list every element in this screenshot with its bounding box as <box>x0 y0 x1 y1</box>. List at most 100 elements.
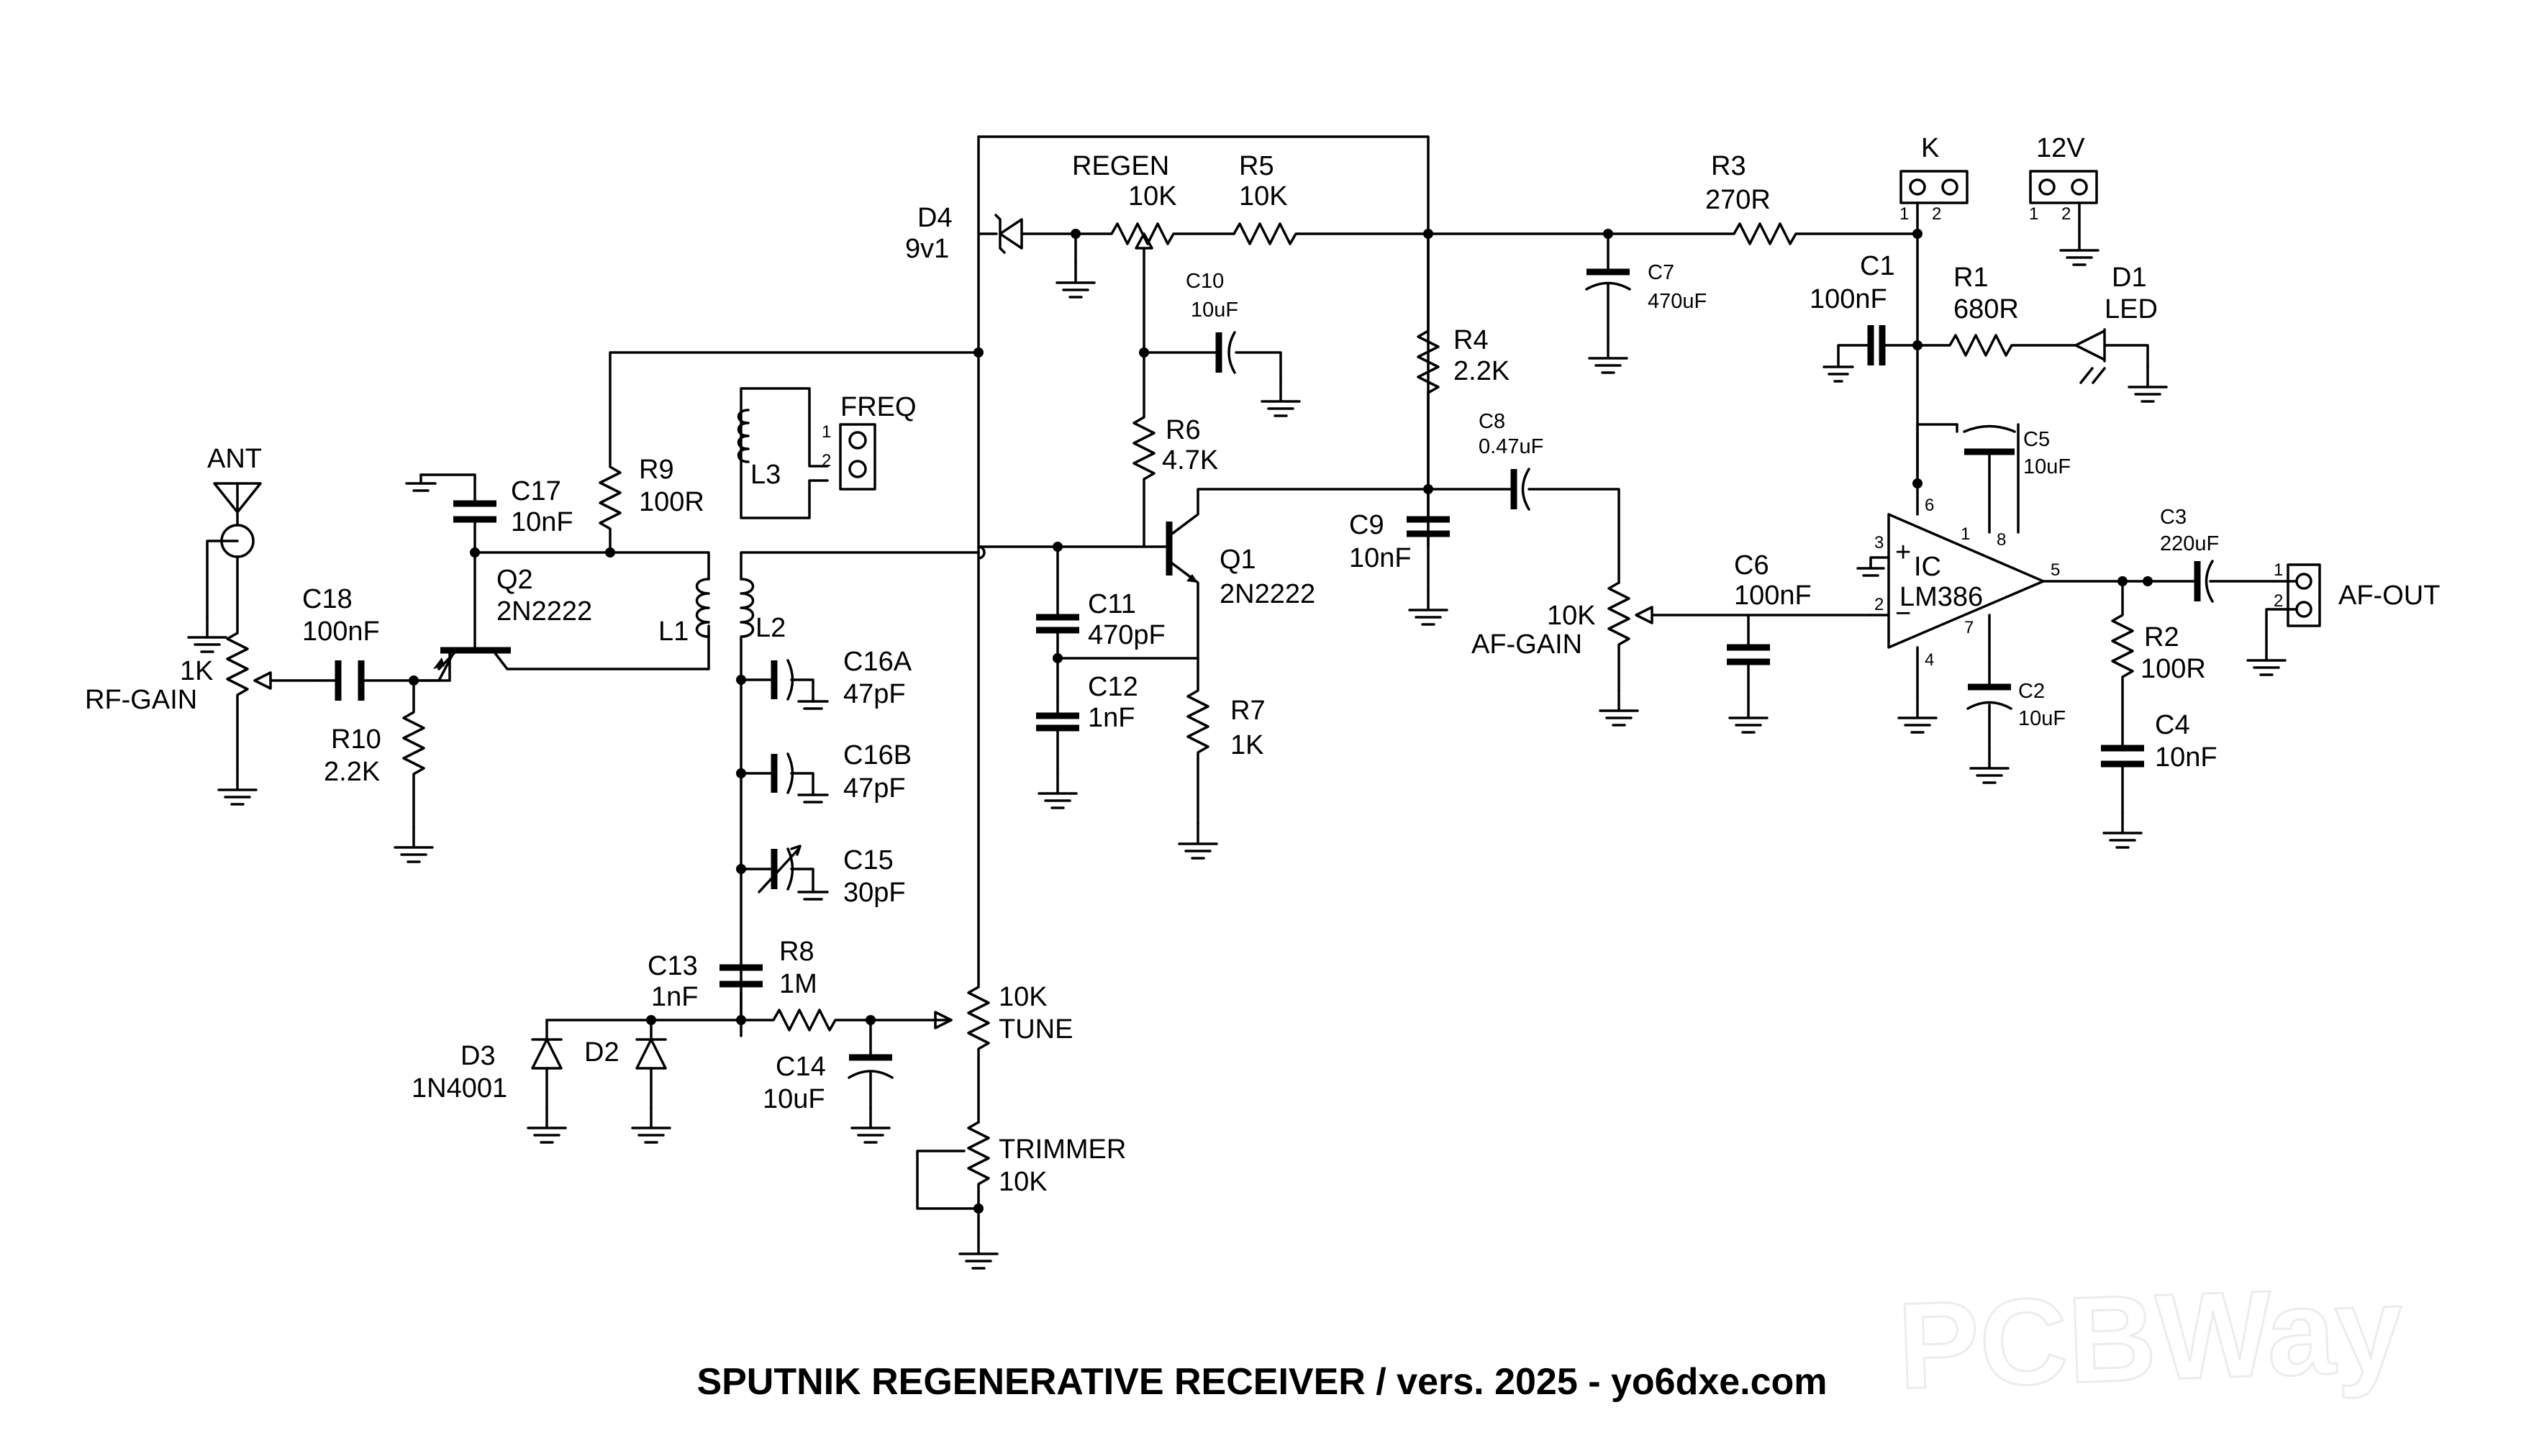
antenna-symbol <box>187 482 262 653</box>
resistor-r6 <box>1132 351 1156 548</box>
tune-potentiometer <box>967 135 990 1124</box>
opamp-lm386 <box>1856 513 2149 734</box>
label-r8: R8 <box>779 937 814 967</box>
resistor-r4 <box>1417 232 1440 491</box>
label-c13: C13 <box>648 951 698 981</box>
diode-d2 <box>631 1015 671 1144</box>
inductor-l2 <box>740 551 980 1037</box>
label-c8: C8 <box>1479 410 1505 433</box>
ic-pin-8: 8 <box>1997 530 2006 550</box>
resistor-r5 <box>1233 222 1610 245</box>
label-r3: R3 <box>1711 151 1746 181</box>
label-c6: C6 <box>1734 550 1769 581</box>
connector-k <box>1899 170 1969 235</box>
capacitor-c18 <box>315 660 415 701</box>
label-r9-value: 100R <box>639 487 704 517</box>
k-pin-2: 2 <box>1932 204 1941 224</box>
label-r7: R7 <box>1230 696 1266 726</box>
label-l3: L3 <box>750 460 781 490</box>
label-c16a: C16A <box>843 647 912 677</box>
12v-pin-1: 1 <box>2029 204 2038 224</box>
trimmer-potentiometer <box>916 1121 999 1270</box>
label-c2-value: 10uF <box>2018 707 2066 730</box>
capacitor-c11 <box>1036 545 1079 703</box>
label-r9: R9 <box>639 455 674 485</box>
label-c3: C3 <box>2160 506 2187 529</box>
label-r2: R2 <box>2144 622 2179 652</box>
label-c1-value: 100nF <box>1810 284 1887 314</box>
led-d1 <box>2074 328 2168 403</box>
connector-12v <box>2029 170 2099 266</box>
label-c10: C10 <box>1186 270 1224 293</box>
label-c15: C15 <box>843 845 894 875</box>
label-l1: L1 <box>658 616 689 647</box>
ic-pin-4: 4 <box>1925 650 1934 670</box>
label-r1-value: 680R <box>1953 294 2019 324</box>
label-c16a-value: 47pF <box>843 679 906 709</box>
capacitor-c7 <box>1585 229 1631 374</box>
label-afgain-value: 10K <box>1547 601 1596 631</box>
rf-gain-potentiometer <box>217 632 318 806</box>
label-d4-value: 9v1 <box>905 234 949 264</box>
label-c17: C17 <box>511 476 561 506</box>
resistor-r8 <box>740 1009 953 1032</box>
capacitor-c1 <box>1822 325 1919 383</box>
label-c9: C9 <box>1349 510 1384 540</box>
label-r2-value: 100R <box>2141 654 2206 684</box>
label-q1: Q1 <box>1220 545 1256 575</box>
label-d4: D4 <box>917 203 953 233</box>
label-c12-value: 1nF <box>1088 703 1135 733</box>
label-r5-value: 10K <box>1239 181 1288 211</box>
label-ic: IC <box>1914 552 1941 582</box>
resistor-r9 <box>599 347 984 554</box>
label-r10: R10 <box>331 724 381 755</box>
inductor-l3 <box>737 387 829 519</box>
label-c5-value: 10uF <box>2023 455 2071 478</box>
label-d1-value: LED <box>2105 294 2158 324</box>
ic-pin-3: 3 <box>1874 533 1884 552</box>
label-c18-value: 100nF <box>302 616 380 647</box>
label-k: K <box>1921 133 1939 163</box>
capacitor-c16b <box>736 752 829 804</box>
resistor-r1 <box>1916 334 2077 357</box>
capacitor-c9 <box>1407 488 1450 626</box>
label-c11-value: 470pF <box>1088 620 1166 650</box>
label-trimmer-name: TRIMMER <box>999 1134 1126 1165</box>
inductor-l1 <box>695 578 710 638</box>
label-r1: R1 <box>1953 263 1989 293</box>
label-regen-value: 10K <box>1128 181 1177 211</box>
12v-pin-2: 2 <box>2061 204 2071 224</box>
capacitor-c8 <box>1427 468 1620 584</box>
label-rfgain-value: 1K <box>180 656 213 686</box>
label-c12: C12 <box>1088 672 1138 702</box>
label-d3-value: 1N4001 <box>412 1073 507 1104</box>
capacitor-c15 <box>736 845 829 901</box>
transistor-q1 <box>1053 484 1433 663</box>
label-af-out: AF-OUT <box>2338 581 2440 611</box>
label-r6-value: 4.7K <box>1162 445 1218 476</box>
label-c18: C18 <box>302 584 353 614</box>
ic-pin-5: 5 <box>2051 560 2060 580</box>
afout-pin-1: 1 <box>2274 560 2283 580</box>
freq-pin-1: 1 <box>822 422 831 442</box>
label-ant: ANT <box>207 444 262 474</box>
label-d2: D2 <box>584 1037 619 1068</box>
capacitor-c17 <box>405 473 496 558</box>
ic-pin-7: 7 <box>1964 618 1974 637</box>
label-c6-value: 100nF <box>1734 581 1812 611</box>
capacitor-c14 <box>848 1019 894 1144</box>
ic-pin-2: 2 <box>1874 595 1884 614</box>
label-c17-value: 10nF <box>511 507 573 537</box>
label-q1-value: 2N2222 <box>1220 579 1315 609</box>
label-r10-value: 2.2K <box>324 757 380 787</box>
label-r4-value: 2.2K <box>1453 356 1510 386</box>
ic-pin-1: 1 <box>1961 524 1970 544</box>
label-freq: FREQ <box>840 392 917 422</box>
label-c16b-value: 47pF <box>843 773 906 804</box>
resistor-r10 <box>394 675 434 863</box>
label-r8-value: 1M <box>779 969 817 999</box>
label-l2: L2 <box>755 613 786 643</box>
label-r6: R6 <box>1166 415 1201 445</box>
label-c16b: C16B <box>843 740 912 770</box>
